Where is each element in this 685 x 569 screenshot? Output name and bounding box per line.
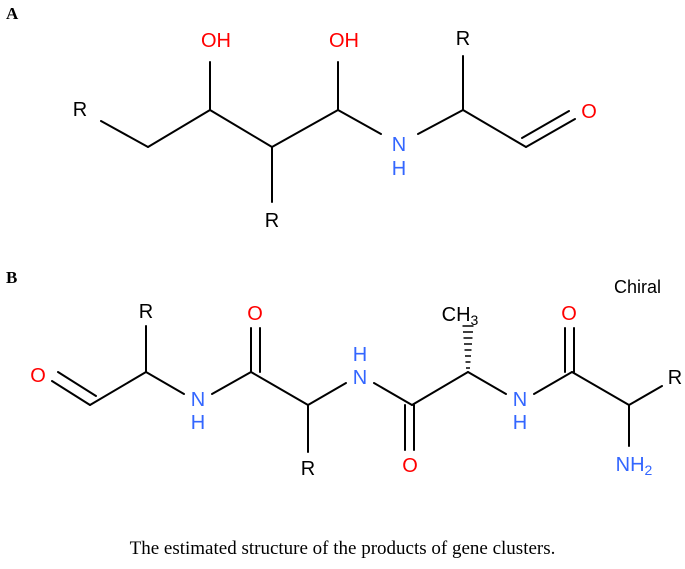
atom-a-nitrogen-h: H [392,158,406,180]
atom-a-hydroxyl-1: OH [201,30,231,52]
atom-b-amide-n-1: N [191,389,205,411]
atom-b-methyl-subscript: 3 [471,312,479,328]
bond-a-c1-c2 [209,109,273,148]
atom-b-amino-main: NH [616,454,645,476]
atom-b-r-2: R [301,458,315,480]
bond-a-c2-c3 [271,109,339,148]
atom-b-amino-subscript: 2 [645,462,653,478]
bond-a-n-ca [417,109,464,135]
bond-b-c3-ca4 [571,371,630,406]
bond-b-ca2-n2 [307,382,347,406]
panel-a-label: A [6,4,19,23]
bond-b-c1-ca2 [250,371,309,406]
atom-b-amide-n-2: N [353,367,367,389]
atom-b-aldehyde-oxygen: O [30,365,46,387]
panel-b: B Chiral [6,268,682,480]
atom-a-r-left: R [73,99,87,121]
atom-b-amide-h-1: H [191,412,205,434]
bond-b-ca3-n3 [467,371,507,395]
atom-b-methyl: CH3 [442,304,479,328]
atom-b-amide-h-3: H [513,412,527,434]
bond-a-r-ch2 [100,120,149,148]
bond-a-cho-o-2 [521,110,570,139]
atom-a-r-top: R [456,28,470,50]
atom-b-amide-h-2: H [353,344,367,366]
panel-a: A R OH OH R N H R O [6,4,597,232]
atom-b-carbonyl-o-3: O [561,303,577,325]
panel-b-label: B [6,268,17,287]
panel-a-bonds [100,55,576,203]
atom-b-carbonyl-o-2: O [402,455,418,477]
bond-b-n2-c2 [373,382,413,406]
atom-a-aldehyde-oxygen: O [581,101,597,123]
bond-a-ch2-c1 [147,109,211,148]
figure-caption: The estimated structure of the products … [129,538,556,559]
atom-b-r-3: R [668,367,682,389]
bond-b-cho-o-2 [57,371,97,397]
bond-b-n3-c3 [533,371,573,395]
bond-b-n1-c1 [211,371,252,395]
panel-b-bonds [51,325,663,453]
bond-a-ca-cho [462,109,527,148]
bond-b-ca1-n1 [145,371,185,395]
atom-b-methyl-main: CH [442,304,471,326]
atom-b-r-1: R [139,301,153,323]
atom-b-carbonyl-o-1: O [247,303,263,325]
atom-b-amino: NH2 [616,454,653,478]
atom-a-r-bottom: R [265,210,279,232]
bond-b-ca4-r [628,385,663,406]
chiral-note: Chiral [614,277,661,297]
stereo-hash-bond [462,325,474,369]
bond-b-cho-o-1 [51,380,91,406]
bond-b-c2-ca3 [411,371,469,406]
bond-b-cho-ca1 [89,371,147,406]
bond-a-cho-o-1 [525,118,576,148]
bond-a-c3-n [337,109,382,135]
atom-a-nitrogen: N [392,134,406,156]
atom-b-amide-n-3: N [513,389,527,411]
atom-a-hydroxyl-2: OH [329,30,359,52]
